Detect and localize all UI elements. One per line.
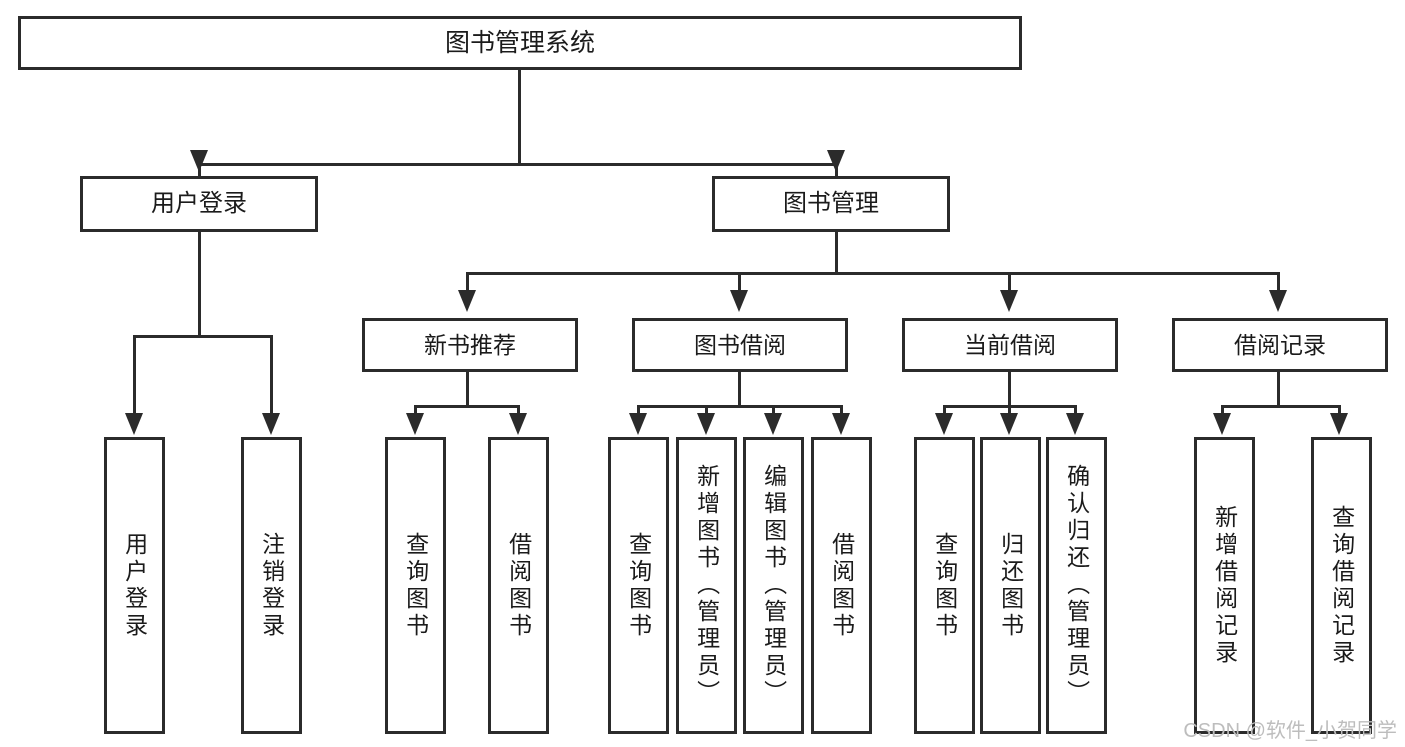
node-leaf-query-record-label: 查询借阅记录: [1328, 504, 1355, 667]
node-new-book-rec[interactable]: 新书推荐: [362, 318, 578, 372]
node-leaf-borrow-book-1-label: 借阅图书: [505, 531, 532, 640]
node-leaf-confirm-return-label: 确认归还（管理员）: [1063, 464, 1090, 707]
node-leaf-query-book-1[interactable]: 查询图书: [385, 437, 446, 734]
edge-user-login-drop-2: [270, 335, 273, 417]
edge-root-to-book-mgmt-drop: [835, 163, 838, 183]
edge-new-book-rec-drop-2: [517, 405, 520, 417]
arrow-root-to-book-mgmt: [827, 150, 845, 172]
edge-book-mgmt-drop-4: [1277, 272, 1280, 294]
edge-borrow-record-bar: [1221, 405, 1341, 408]
edge-current-borrow-drop-3: [1074, 405, 1077, 417]
node-leaf-confirm-return[interactable]: 确认归还（管理员）: [1046, 437, 1107, 734]
node-user-login[interactable]: 用户登录: [80, 176, 318, 232]
node-root[interactable]: 图书管理系统: [18, 16, 1022, 70]
arrow-borrow-record-to-leaf-2: [1330, 413, 1348, 435]
arrow-root-to-user-login: [190, 150, 208, 172]
edge-book-mgmt-stem: [835, 232, 838, 274]
edge-borrow-record-drop-2: [1338, 405, 1341, 417]
node-leaf-logout[interactable]: 注销登录: [241, 437, 302, 734]
node-leaf-query-book-1-label: 查询图书: [402, 531, 429, 640]
arrow-book-mgmt-to-new-book-rec: [458, 290, 476, 312]
node-leaf-return-book-label: 归还图书: [997, 531, 1024, 640]
node-leaf-query-book-2[interactable]: 查询图书: [608, 437, 669, 734]
node-leaf-user-login[interactable]: 用户登录: [104, 437, 165, 734]
edge-book-borrow-drop-2: [705, 405, 708, 417]
edge-book-mgmt-drop-3: [1008, 272, 1011, 294]
edge-current-borrow-drop-2: [1008, 405, 1011, 417]
node-leaf-edit-book-label: 编辑图书（管理员）: [760, 464, 787, 707]
edge-current-borrow-stem: [1008, 372, 1011, 408]
edge-borrow-record-drop-1: [1221, 405, 1224, 417]
arrow-book-mgmt-to-book-borrow: [730, 290, 748, 312]
arrow-book-borrow-to-leaf-3: [764, 413, 782, 435]
edge-current-borrow-drop-1: [943, 405, 946, 417]
edge-new-book-rec-bar: [414, 405, 520, 408]
arrow-book-borrow-to-leaf-2: [697, 413, 715, 435]
node-current-borrow[interactable]: 当前借阅: [902, 318, 1118, 372]
node-leaf-user-login-label: 用户登录: [121, 531, 148, 640]
arrow-borrow-record-to-leaf-1: [1213, 413, 1231, 435]
edge-book-mgmt-bar: [466, 272, 1280, 275]
node-leaf-borrow-book-2[interactable]: 借阅图书: [811, 437, 872, 734]
arrow-new-book-rec-to-leaf-2: [509, 413, 527, 435]
edge-user-login-stem: [198, 232, 201, 337]
node-book-mgmt-label: 图书管理: [783, 190, 879, 218]
edge-new-book-rec-drop-1: [414, 405, 417, 417]
edge-book-borrow-drop-1: [637, 405, 640, 417]
edge-book-mgmt-drop-2: [738, 272, 741, 294]
edge-new-book-rec-stem: [466, 372, 469, 408]
node-leaf-query-book-3-label: 查询图书: [931, 531, 958, 640]
arrow-new-book-rec-to-leaf-1: [406, 413, 424, 435]
node-user-login-label: 用户登录: [151, 190, 247, 218]
edge-user-login-bar: [133, 335, 271, 338]
arrow-current-borrow-to-leaf-1: [935, 413, 953, 435]
arrow-current-borrow-to-leaf-3: [1066, 413, 1084, 435]
node-leaf-logout-label: 注销登录: [258, 531, 285, 640]
node-new-book-rec-label: 新书推荐: [424, 331, 516, 358]
node-leaf-query-book-3[interactable]: 查询图书: [914, 437, 975, 734]
node-leaf-borrow-book-2-label: 借阅图书: [828, 531, 855, 640]
arrow-current-borrow-to-leaf-2: [1000, 413, 1018, 435]
arrow-book-mgmt-to-current-borrow: [1000, 290, 1018, 312]
edge-book-borrow-stem: [738, 372, 741, 408]
arrow-user-login-to-leaf-1: [125, 413, 143, 435]
node-leaf-query-book-2-label: 查询图书: [625, 531, 652, 640]
node-leaf-borrow-book-1[interactable]: 借阅图书: [488, 437, 549, 734]
node-leaf-query-record[interactable]: 查询借阅记录: [1311, 437, 1372, 734]
node-leaf-add-record[interactable]: 新增借阅记录: [1194, 437, 1255, 734]
arrow-book-borrow-to-leaf-4: [832, 413, 850, 435]
edge-root-stem: [518, 70, 521, 165]
edge-book-borrow-drop-4: [840, 405, 843, 417]
node-current-borrow-label: 当前借阅: [964, 331, 1056, 358]
arrow-user-login-to-leaf-2: [262, 413, 280, 435]
node-leaf-add-book[interactable]: 新增图书（管理员）: [676, 437, 737, 734]
node-borrow-record[interactable]: 借阅记录: [1172, 318, 1388, 372]
edge-user-login-drop-1: [133, 335, 136, 417]
edge-book-borrow-drop-3: [772, 405, 775, 417]
arrow-book-borrow-to-leaf-1: [629, 413, 647, 435]
node-root-label: 图书管理系统: [444, 28, 595, 57]
edge-book-borrow-bar: [637, 405, 843, 408]
node-borrow-record-label: 借阅记录: [1234, 331, 1326, 358]
node-leaf-edit-book[interactable]: 编辑图书（管理员）: [743, 437, 804, 734]
edge-borrow-record-stem: [1277, 372, 1280, 408]
node-book-borrow-label: 图书借阅: [694, 331, 786, 358]
arrow-book-mgmt-to-borrow-record: [1269, 290, 1287, 312]
node-leaf-add-book-label: 新增图书（管理员）: [693, 464, 720, 707]
edge-root-bar: [198, 163, 838, 166]
node-book-borrow[interactable]: 图书借阅: [632, 318, 848, 372]
edge-root-to-user-login-drop: [198, 163, 201, 183]
node-leaf-add-record-label: 新增借阅记录: [1211, 504, 1238, 667]
node-leaf-return-book[interactable]: 归还图书: [980, 437, 1041, 734]
edge-book-mgmt-drop-1: [466, 272, 469, 294]
node-book-mgmt[interactable]: 图书管理: [712, 176, 950, 232]
